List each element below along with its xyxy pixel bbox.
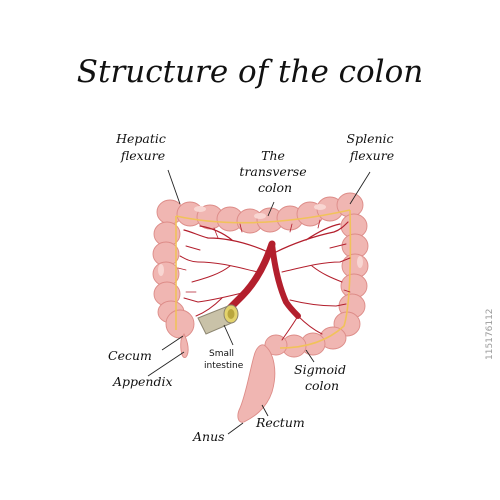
- ascending-colon: [152, 221, 185, 324]
- label-anus: Anus: [192, 429, 225, 444]
- label-hepatic-flexure: Hepatic flexure: [115, 131, 170, 163]
- appendix: [180, 332, 189, 358]
- diagram-title: Structure of the colon: [77, 54, 423, 90]
- label-splenic-flexure: Splenic flexure: [347, 131, 398, 163]
- label-appendix: Appendix: [112, 374, 173, 389]
- labels: Hepatic flexure The transverse colon Spl…: [108, 131, 398, 444]
- label-rectum: Rectum: [255, 415, 305, 430]
- taenia-descending: [279, 209, 352, 349]
- stock-id-text: 115176112: [485, 308, 495, 360]
- left-artery: [222, 240, 276, 316]
- taenia-transverse: [175, 209, 351, 224]
- right-artery: [269, 241, 301, 319]
- cecum: [165, 309, 195, 339]
- label-sigmoid-colon: Sigmoid colon: [294, 362, 350, 393]
- leader-lines: [147, 169, 371, 435]
- rectum: [237, 344, 276, 423]
- label-small-intestine: Small intestine: [204, 349, 244, 371]
- sigmoid-colon: [264, 326, 347, 358]
- label-transverse-colon: The transverse colon: [239, 148, 310, 195]
- label-cecum: Cecum: [108, 348, 152, 363]
- small-intestine: [197, 304, 239, 335]
- colon: [152, 192, 369, 423]
